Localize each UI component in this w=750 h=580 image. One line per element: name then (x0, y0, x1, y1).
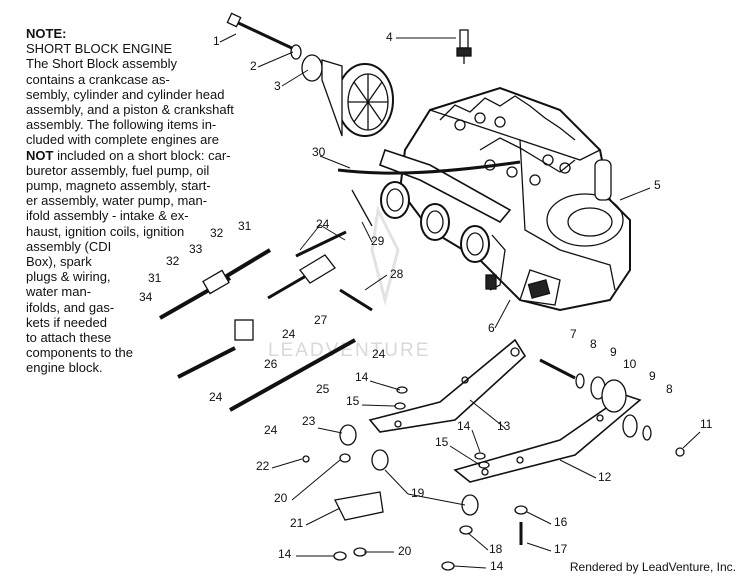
callout-14: 14 (457, 419, 471, 433)
callout-32: 32 (166, 254, 180, 268)
pivot-bolt-part (539, 358, 685, 457)
callout-13: 13 (497, 419, 511, 433)
callout-24: 24 (264, 423, 278, 437)
bolt-17-part (302, 386, 528, 571)
callout-31: 31 (238, 219, 252, 233)
callout-22: 22 (256, 459, 270, 473)
bolt-part (226, 12, 297, 52)
note-line: plugs & wiring, (26, 269, 111, 285)
watermark: LEADVENTURE (268, 205, 430, 361)
callout-15: 15 (346, 394, 360, 408)
note-line: assembly, and a piston & crankshaft (26, 102, 234, 118)
note-line: sembly, cylinder and cylinder head (26, 86, 225, 102)
note-title: NOTE: (26, 26, 67, 41)
callout-28: 28 (390, 267, 404, 281)
note-line: NOT included on a short block: car- (26, 147, 231, 163)
bracket-plate-part (334, 491, 384, 521)
note-line: water man- (26, 284, 92, 300)
callout-25: 25 (316, 382, 330, 396)
note-line: er assembly, water pump, man- (26, 193, 208, 209)
callout-14: 14 (278, 547, 292, 561)
callout-16: 16 (554, 515, 568, 529)
carburetor-manifold-part (378, 148, 512, 291)
callout-24: 24 (209, 390, 223, 404)
note-line: contains a crankcase as- (26, 71, 170, 87)
callout-33: 33 (189, 242, 203, 256)
mount-plate-13 (368, 338, 527, 433)
note-line: haust, ignition coils, ignition (26, 223, 185, 239)
note-line: to attach these (26, 330, 112, 346)
starter-pulley-part (301, 54, 394, 137)
callout-23: 23 (302, 414, 316, 428)
callout-34: 34 (139, 290, 153, 304)
callout-7: 7 (570, 327, 577, 341)
callout-12: 12 (598, 470, 612, 484)
callout-17: 17 (554, 542, 568, 556)
callout-8: 8 (666, 382, 673, 396)
callout-2: 2 (250, 59, 257, 73)
callout-6: 6 (488, 321, 495, 335)
washer-part (290, 44, 302, 60)
short-block-note: NOTE: SHORT BLOCK ENGINE The Short Block… (26, 26, 256, 376)
note-line: engine block. (26, 360, 103, 376)
callout-24: 24 (282, 327, 296, 341)
credit-text: Rendered by LeadVenture, Inc. (569, 560, 736, 574)
note-line: kets if needed (26, 314, 107, 330)
callout-20: 20 (274, 491, 288, 505)
callout-15: 15 (435, 435, 449, 449)
leader-lines (219, 33, 701, 569)
note-line: components to the (26, 345, 133, 361)
callout-10: 10 (623, 357, 637, 371)
callout-8: 8 (590, 337, 597, 351)
callout-14: 14 (355, 370, 369, 384)
note-line: The Short Block assembly (26, 56, 178, 72)
callout-4: 4 (386, 30, 393, 44)
callout-31: 31 (148, 271, 162, 285)
callout-1: 1 (213, 34, 220, 48)
callout-9: 9 (610, 345, 617, 359)
callout-32: 32 (210, 226, 224, 240)
note-line: Box), spark (26, 254, 92, 270)
callout-24: 24 (316, 217, 330, 231)
callout-14: 14 (490, 559, 504, 573)
callout-20: 20 (398, 544, 412, 558)
spark-plug-part (456, 29, 472, 64)
note-line: ifold assembly - intake & ex- (26, 208, 189, 224)
note-line: pump, magneto assembly, start- (26, 178, 211, 194)
rubber-mount-part (339, 424, 479, 516)
callout-5: 5 (654, 178, 661, 192)
rod-part (351, 189, 373, 227)
callout-26: 26 (264, 357, 278, 371)
note-line: ifolds, and gas- (26, 299, 115, 315)
mount-plate-12 (453, 394, 642, 483)
callout-21: 21 (290, 516, 304, 530)
hose-set-part (159, 230, 373, 412)
note-line: SHORT BLOCK ENGINE (26, 41, 173, 57)
note-line: assembly (CDI (26, 238, 112, 254)
engine-block-part (398, 86, 631, 312)
callout-3: 3 (274, 79, 281, 93)
callout-11: 11 (700, 417, 713, 431)
callout-27: 27 (314, 313, 328, 327)
throttle-cable-part (337, 160, 521, 175)
callout-29: 29 (371, 234, 385, 248)
watermark-text: LEADVENTURE (268, 340, 430, 361)
callout-19: 19 (411, 486, 425, 500)
callout-24: 24 (372, 347, 386, 361)
callout-18: 18 (489, 542, 503, 556)
note-line: cluded with complete engines are (26, 132, 219, 148)
callout-9: 9 (649, 369, 656, 383)
callout-30: 30 (312, 145, 326, 159)
note-line: assembly. The following items in- (26, 117, 217, 133)
note-line: buretor assembly, fuel pump, oil (26, 162, 210, 178)
